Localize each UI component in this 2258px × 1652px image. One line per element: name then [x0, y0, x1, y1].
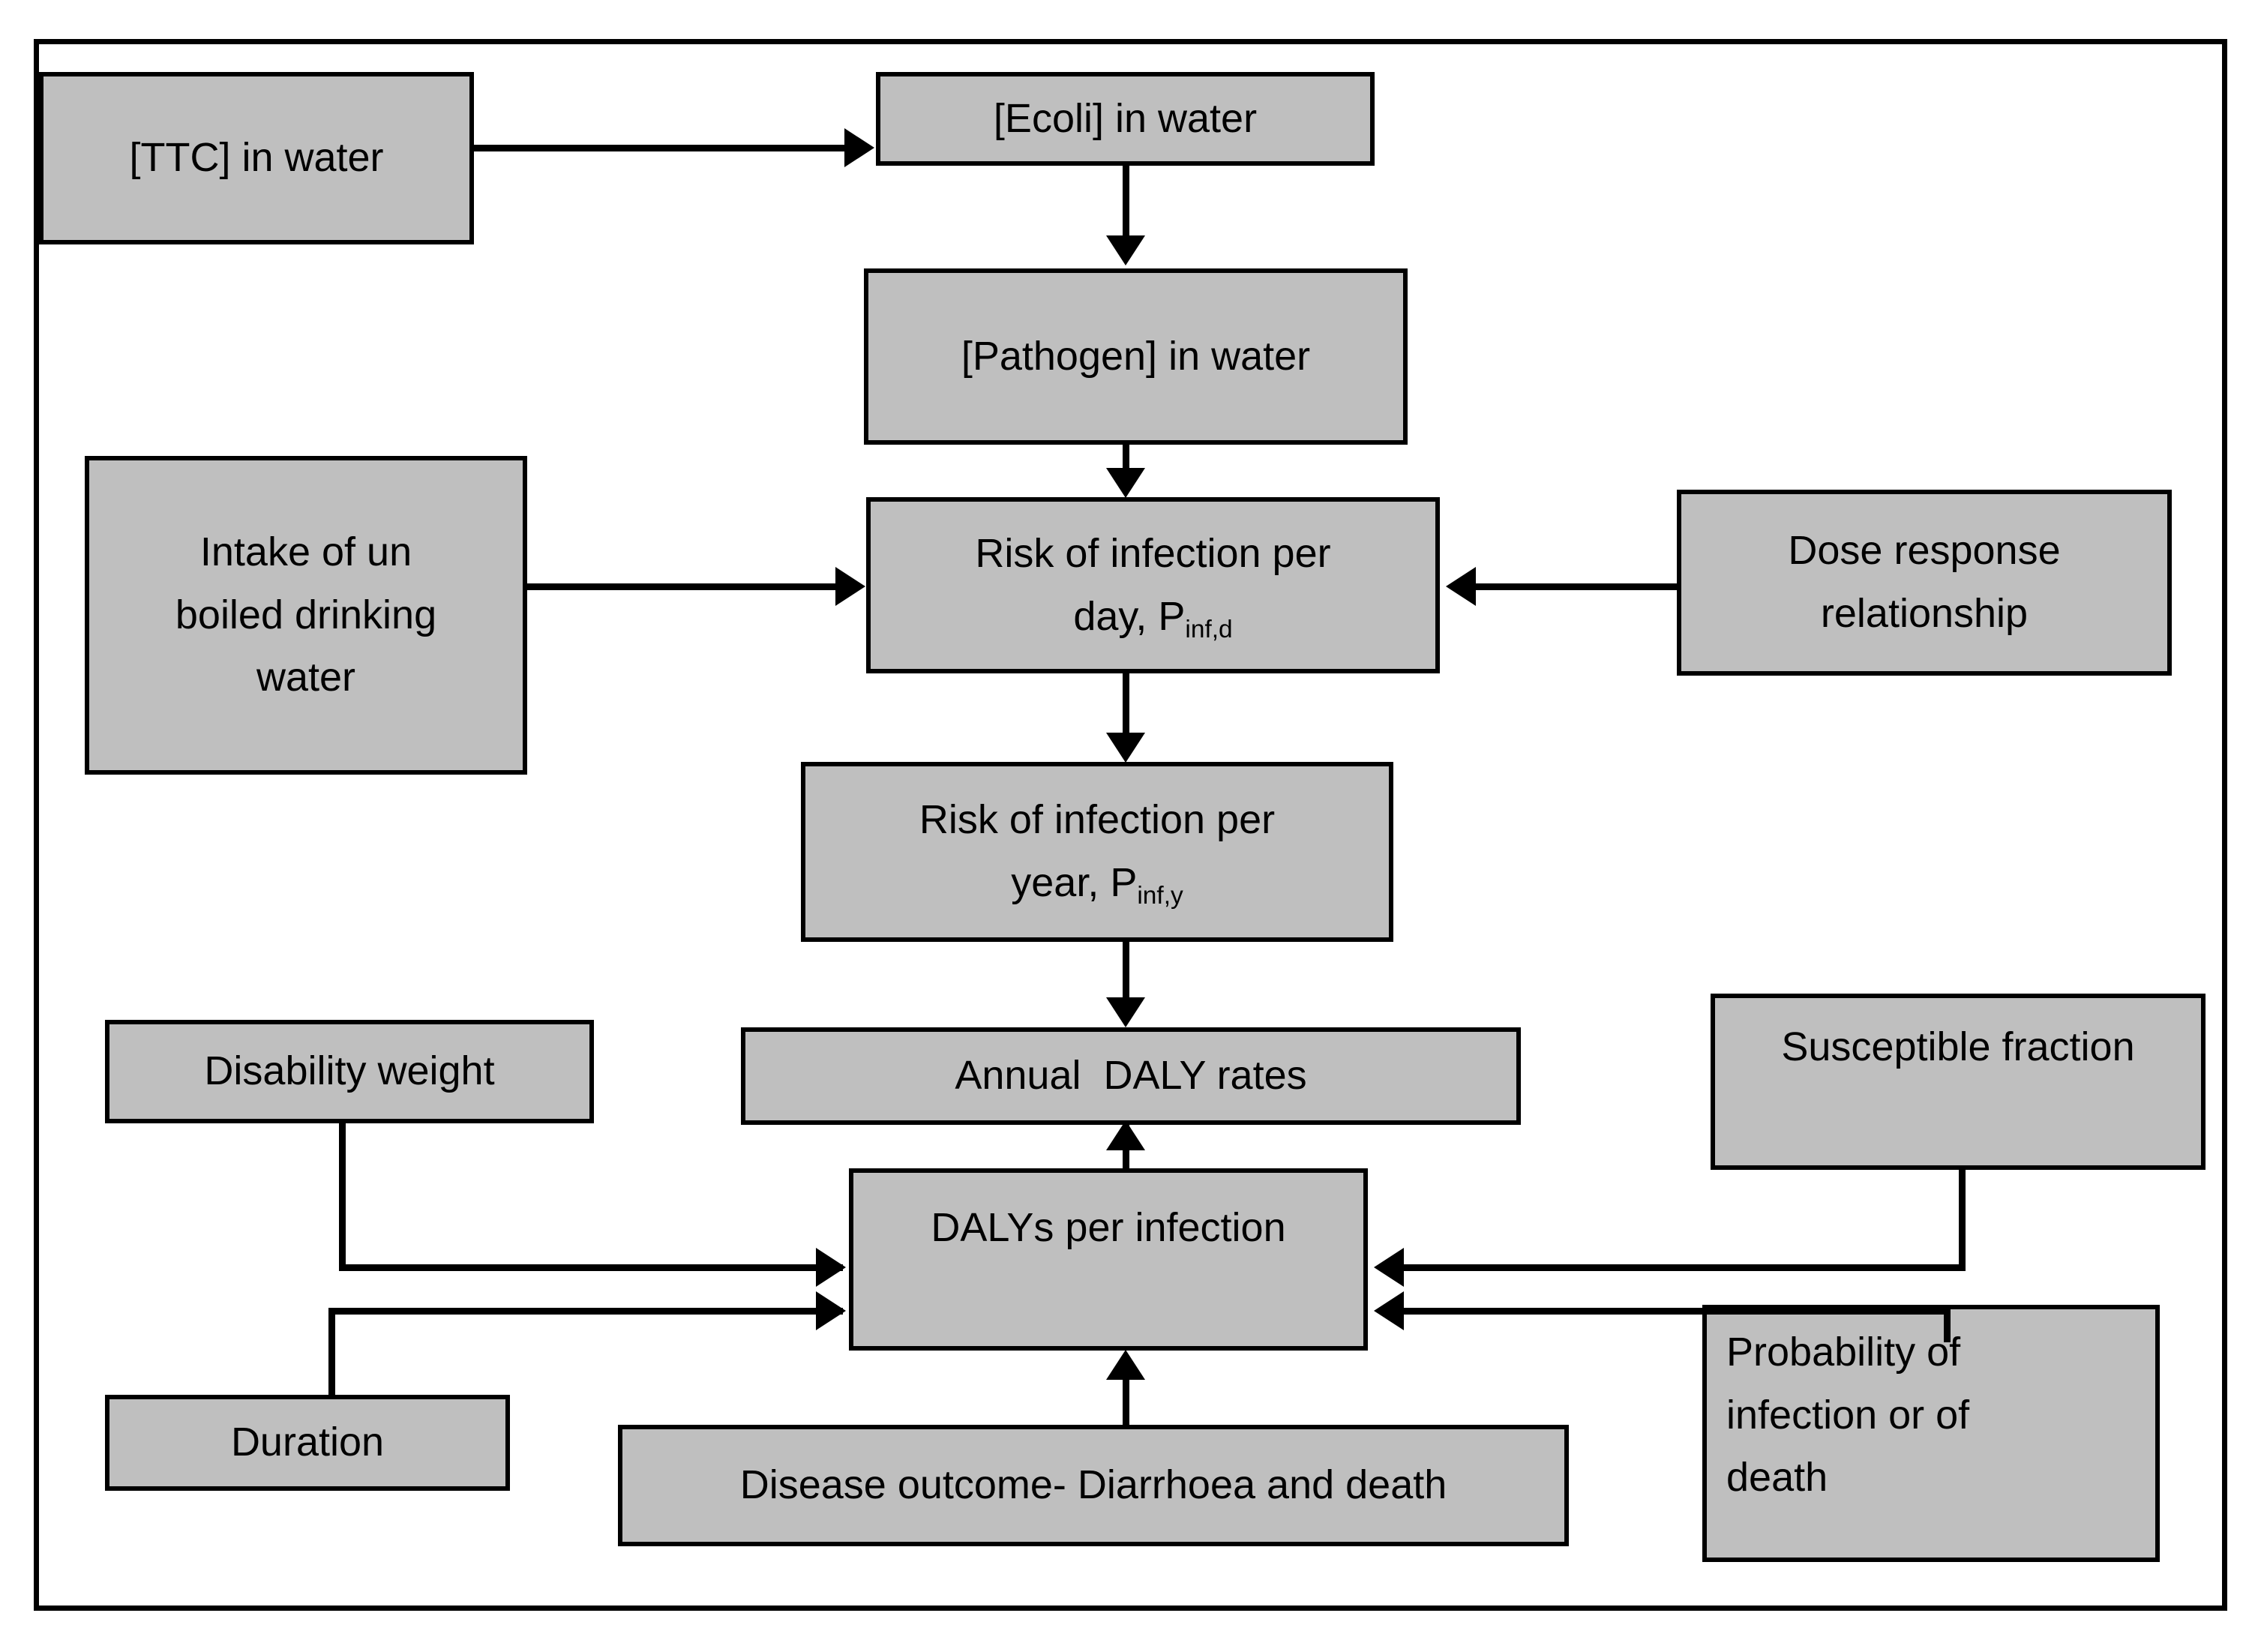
edge-ecoli-to-pathogen-arrowhead — [1106, 235, 1145, 265]
node-susceptible-fraction[interactable]: Susceptible fraction — [1711, 994, 2206, 1170]
node-probability-label-line2: infection or of — [1726, 1392, 1970, 1438]
edge-susceptible-fraction-vertical-segment — [1959, 1165, 1966, 1270]
edge-disease-outcome-arrowhead — [1106, 1350, 1145, 1380]
node-dose-response-label-line2: relationship — [1820, 591, 2029, 636]
subscript-inf-y: inf,y — [1137, 882, 1183, 910]
edge-dose-response-to-risk-day-line — [1476, 583, 1680, 590]
edge-probability-horizontal-segment — [1404, 1308, 1951, 1315]
edge-dose-response-to-risk-day-arrowhead — [1446, 567, 1476, 606]
edge-susceptible-fraction-arrowhead — [1374, 1248, 1404, 1287]
node-risk-year-label-line2: year, Pinf,y — [1011, 860, 1183, 910]
node-disease-outcome[interactable]: Disease outcome- Diarrhoea and death — [618, 1425, 1569, 1546]
subscript-inf-d: inf,d — [1185, 615, 1233, 643]
edge-intake-to-risk-day-arrowhead — [835, 567, 865, 606]
edge-risk-day-to-risk-year-line — [1123, 670, 1129, 736]
edge-duration-vertical-segment — [328, 1308, 335, 1398]
edge-probability-vertical-segment — [1944, 1308, 1951, 1342]
edge-intake-to-risk-day-line — [524, 583, 839, 590]
node-dalys-per-infection-label: DALYs per infection — [931, 1204, 1286, 1250]
node-disability-weight-label: Disability weight — [204, 1048, 495, 1094]
node-ttc-label: [TTC] in water — [129, 135, 384, 181]
node-ecoli-in-water[interactable]: [Ecoli] in water — [876, 72, 1375, 166]
node-ttc-in-water[interactable]: [TTC] in water — [39, 72, 474, 244]
node-disability-weight[interactable]: Disability weight — [105, 1020, 594, 1123]
node-intake-of-unboiled-drinking-water[interactable]: Intake of un boiled drinking water — [85, 456, 527, 775]
edge-risk-year-to-annual-daly-arrowhead — [1106, 997, 1145, 1027]
node-duration[interactable]: Duration — [105, 1395, 510, 1491]
node-dose-response-label-line1: Dose response — [1788, 528, 2061, 574]
edge-probability-arrowhead — [1374, 1291, 1404, 1330]
node-risk-of-infection-per-day[interactable]: Risk of infection per day, Pinf,d — [866, 497, 1440, 673]
node-annual-daly-rates[interactable]: Annual DALY rates — [741, 1027, 1521, 1125]
node-intake-label-line3: water — [256, 655, 356, 700]
edge-risk-day-to-risk-year-arrowhead — [1106, 733, 1145, 763]
edge-ttc-to-ecoli-arrowhead — [844, 128, 874, 167]
node-disease-outcome-label: Disease outcome- Diarrhoea and death — [739, 1462, 1447, 1508]
node-susceptible-fraction-label: Susceptible fraction — [1781, 1024, 2135, 1069]
node-probability-label-line1: Probability of — [1726, 1330, 1961, 1375]
node-risk-day-label-line1: Risk of infection per — [975, 530, 1331, 576]
edge-disability-weight-vertical-segment — [339, 1120, 346, 1270]
node-pathogen-in-water[interactable]: [Pathogen] in water — [864, 268, 1408, 445]
edge-disease-outcome-vertical-segment — [1123, 1380, 1129, 1429]
edge-dalys-to-annual-daly-arrowhead — [1106, 1120, 1145, 1150]
edge-ecoli-to-pathogen-line — [1123, 163, 1129, 238]
edge-duration-horizontal-segment — [328, 1308, 843, 1315]
edge-susceptible-fraction-horizontal-segment — [1404, 1264, 1966, 1271]
node-risk-of-infection-per-year[interactable]: Risk of infection per year, Pinf,y — [801, 762, 1393, 942]
edge-pathogen-to-risk-day-line — [1123, 442, 1129, 474]
node-intake-label-line1: Intake of un — [199, 529, 412, 574]
node-duration-label: Duration — [230, 1420, 385, 1465]
edge-risk-year-to-annual-daly-line — [1123, 939, 1129, 1002]
edge-disability-weight-horizontal-segment — [339, 1264, 843, 1271]
node-probability-label-line3: death — [1726, 1455, 1828, 1501]
edge-ttc-to-ecoli-line — [469, 145, 844, 151]
edge-disability-weight-arrowhead — [816, 1248, 846, 1287]
node-annual-daly-label: Annual DALY rates — [955, 1053, 1307, 1099]
node-risk-day-label-line2: day, Pinf,d — [1073, 593, 1233, 643]
node-risk-year-label-line1: Risk of infection per — [919, 797, 1276, 843]
diagram-outer-frame — [34, 39, 2227, 1611]
node-dose-response-relationship[interactable]: Dose response relationship — [1677, 490, 2172, 676]
node-intake-label-line2: boiled drinking — [175, 592, 437, 637]
edge-duration-arrowhead — [816, 1291, 846, 1330]
node-dalys-per-infection[interactable]: DALYs per infection — [849, 1168, 1368, 1351]
node-probability-of-infection-or-death[interactable]: Probability of infection or of death — [1702, 1305, 2160, 1562]
node-pathogen-label: [Pathogen] in water — [961, 333, 1311, 379]
node-ecoli-label: [Ecoli] in water — [993, 95, 1258, 141]
edge-pathogen-to-risk-day-arrowhead — [1106, 468, 1145, 498]
